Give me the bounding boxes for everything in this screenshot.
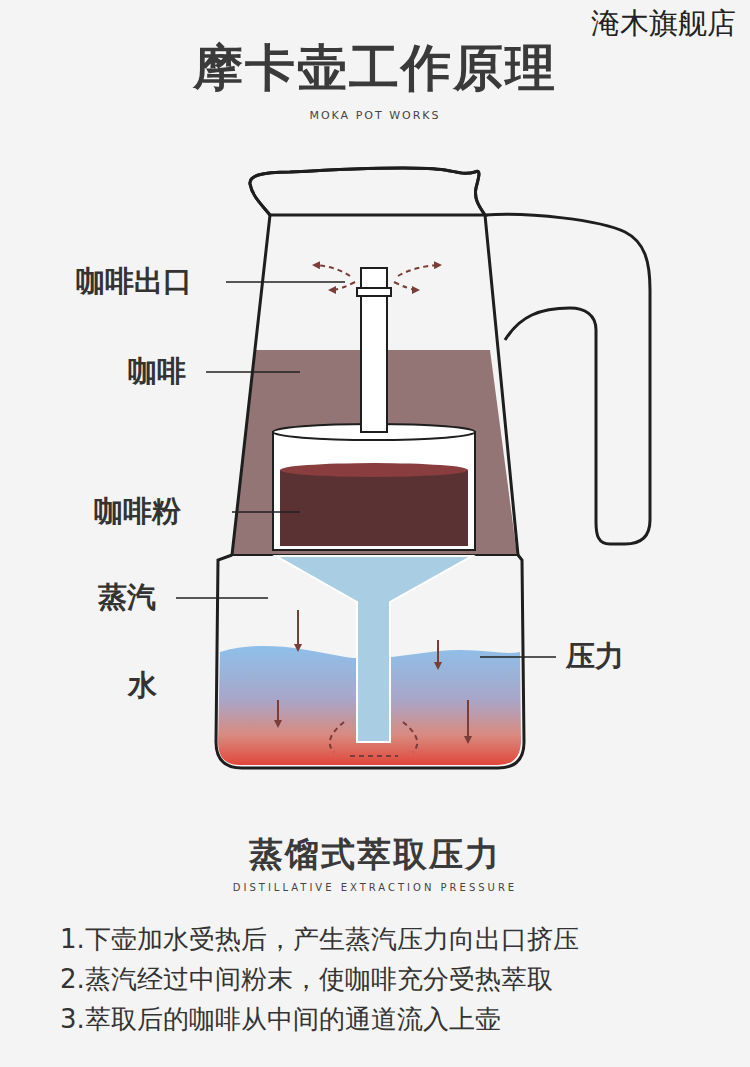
part-label: 咖啡粉 (94, 494, 181, 529)
section-heading: 蒸馏式萃取压力 (0, 834, 750, 875)
pot (216, 168, 650, 768)
page-title: 摩卡壶工作原理 (0, 38, 750, 98)
section-subheading: DISTILLATIVE EXTRACTION PRESSURE (0, 882, 750, 894)
part-label: 咖啡 (128, 354, 186, 389)
part-label: 蒸汽 (98, 580, 156, 615)
step-note: 2.蒸汽经过中间粉末，使咖啡充分受热萃取 (60, 964, 553, 995)
step-note: 3.萃取后的咖啡从中间的通道流入上壶 (60, 1004, 501, 1035)
step-note: 1.下壶加水受热后，产生蒸汽压力向出口挤压 (60, 924, 579, 955)
part-label: 压力 (566, 639, 624, 674)
part-label: 水 (128, 668, 157, 703)
part-label: 咖啡出口 (76, 264, 192, 299)
subtitle: MOKA POT WORKS (0, 109, 750, 122)
watermark: 淹木旗舰店 (591, 6, 736, 41)
leader-lines (176, 282, 556, 657)
